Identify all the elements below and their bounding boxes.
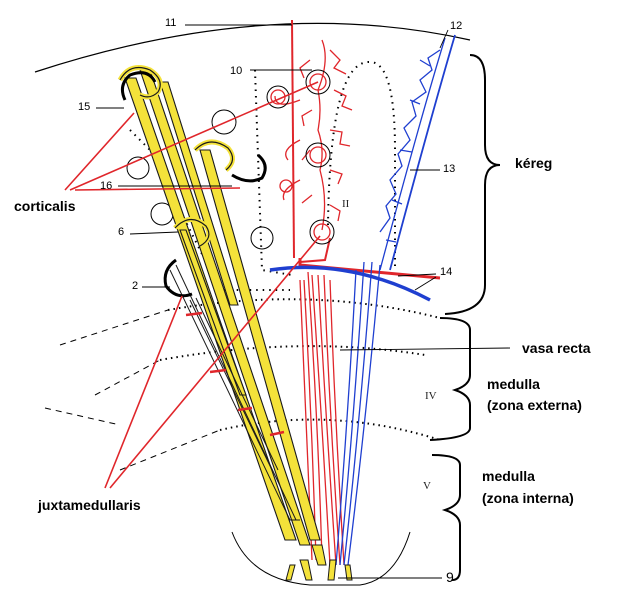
zone-label-iv: IV bbox=[425, 390, 437, 402]
annotation-medulla-interna-title: medulla bbox=[482, 468, 535, 484]
zone-braces bbox=[429, 54, 501, 581]
annotation-medulla-externa-sub: (zona externa) bbox=[487, 397, 582, 413]
collecting-duct bbox=[285, 544, 353, 581]
label-2: 2 bbox=[132, 280, 139, 292]
label-13: 13 bbox=[443, 163, 456, 175]
label-10: 10 bbox=[230, 65, 243, 77]
annotation-medulla-externa-title: medulla bbox=[487, 376, 540, 392]
label-12: 12 bbox=[450, 20, 463, 32]
annotation-kereg: kéreg bbox=[515, 155, 553, 171]
medullary-ray-outline bbox=[129, 60, 396, 291]
annotation-vasa-recta: vasa recta bbox=[522, 340, 591, 356]
annotation-medulla-interna-sub: (zona interna) bbox=[482, 490, 574, 506]
proximal-convolutions bbox=[117, 65, 235, 249]
label-15: 15 bbox=[78, 101, 91, 113]
capsule-arc bbox=[34, 22, 471, 73]
label-9: 9 bbox=[446, 569, 454, 585]
annotation-corticalis: corticalis bbox=[14, 198, 76, 214]
zone-label-v: V bbox=[423, 480, 431, 492]
label-14: 14 bbox=[440, 266, 453, 278]
zone-label-ii: II bbox=[342, 198, 350, 210]
nephron-tubules bbox=[124, 69, 321, 546]
label-11: 11 bbox=[165, 17, 177, 29]
annotation-juxtamedullaris: juxtamedullaris bbox=[38, 497, 141, 513]
venous-vessels bbox=[269, 34, 456, 566]
nephron-thin-limbs bbox=[169, 264, 300, 521]
pointer-lines bbox=[64, 81, 321, 489]
label-6: 6 bbox=[118, 226, 125, 238]
distal-loops bbox=[120, 71, 267, 298]
leader-lines bbox=[96, 24, 511, 579]
label-16: 16 bbox=[100, 180, 113, 192]
zone-hatch-marks bbox=[185, 311, 285, 437]
papilla-outline bbox=[231, 531, 411, 586]
